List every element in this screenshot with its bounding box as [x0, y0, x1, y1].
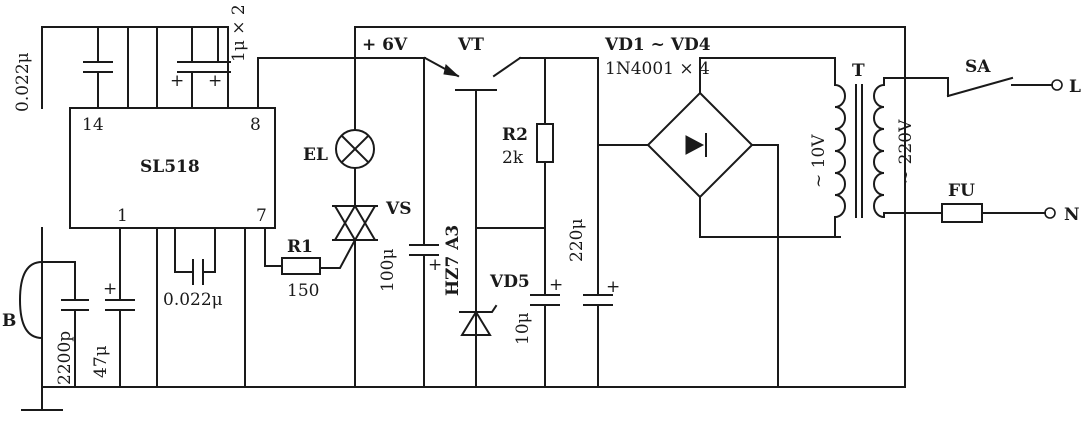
ic-pin-1: 1 [117, 206, 128, 226]
label-r2: R2 [502, 125, 528, 145]
label-transformer: T [852, 61, 865, 81]
label-cap-47u: 47μ [91, 345, 111, 378]
ic-pin-8: 8 [250, 115, 261, 135]
cap-0022-mid [156, 227, 216, 388]
label-cap-0022-top: 0.022μ [13, 52, 33, 112]
cap-47u [105, 227, 135, 388]
label-zener: VD5 [489, 272, 530, 292]
label-cap-2200p: 2200p [55, 331, 75, 385]
label-secondary: ~ 10V [809, 134, 829, 188]
ic-sl518: SL518 14 8 1 7 [69, 107, 276, 229]
bridge-rectifier [597, 57, 841, 388]
label-primary: ~ 220V [896, 119, 916, 184]
label-fuse: FU [948, 181, 975, 201]
cap-100u [409, 57, 439, 388]
resistor-r1 [264, 227, 321, 275]
ic-label: SL518 [140, 157, 200, 177]
terminal-n [1044, 207, 1056, 219]
plus-cap-47u: + [103, 279, 117, 299]
cap-2200p [61, 299, 89, 388]
label-mic: B [2, 311, 16, 331]
cap-1u-b [205, 26, 231, 73]
label-cap-1u: 1μ × 2 [229, 4, 249, 62]
triac-vs [319, 204, 378, 388]
label-neutral: N [1064, 205, 1080, 225]
label-line: L [1069, 77, 1081, 97]
supply-rail [354, 26, 906, 388]
label-transistor: VT [457, 35, 484, 55]
ic-pin-7: 7 [256, 206, 267, 226]
switch-sa [937, 76, 1063, 98]
plus-cap-1u-a: + [170, 71, 184, 91]
zener-vd5 [459, 227, 546, 336]
label-bridge-type: 1N4001 × 4 [605, 59, 710, 79]
plus-cap-220u: + [606, 277, 620, 297]
label-zener-type: HZ7 A3 [443, 225, 463, 296]
label-lamp: EL [303, 145, 328, 165]
transformer-t [833, 57, 939, 238]
ground-left [21, 227, 63, 411]
label-bridge: VD1 ~ VD4 [604, 35, 711, 55]
fuse-fu [937, 203, 1056, 223]
cap-220u [583, 57, 613, 388]
transistor-vt [423, 56, 599, 388]
label-r2-value: 2k [502, 148, 524, 168]
label-triac: VS [385, 199, 411, 219]
lamp-el [335, 57, 375, 207]
resistor-r2 [536, 57, 554, 296]
label-cap-220u: 220μ [567, 219, 587, 263]
cap-1u-a [177, 26, 207, 109]
label-r1-value: 150 [287, 281, 319, 301]
cap-0022-top [83, 26, 158, 109]
label-supply: + 6V [362, 35, 408, 55]
top-bus [41, 26, 229, 109]
label-cap-0022-mid: 0.022μ [163, 290, 223, 310]
label-switch: SA [965, 57, 991, 77]
ic-pin-14: 14 [82, 115, 104, 135]
plus-cap-10u: + [549, 275, 563, 295]
plus-cap-1u-b: + [208, 71, 222, 91]
pin8-wire [257, 57, 426, 109]
label-r1: R1 [287, 237, 313, 257]
label-cap-100u: 100μ [378, 249, 398, 293]
label-cap-10u: 10μ [513, 312, 533, 345]
microphone [18, 260, 76, 340]
cap-10u [530, 294, 560, 388]
plus-cap-100u: + [428, 255, 442, 275]
terminal-l [1051, 79, 1063, 91]
